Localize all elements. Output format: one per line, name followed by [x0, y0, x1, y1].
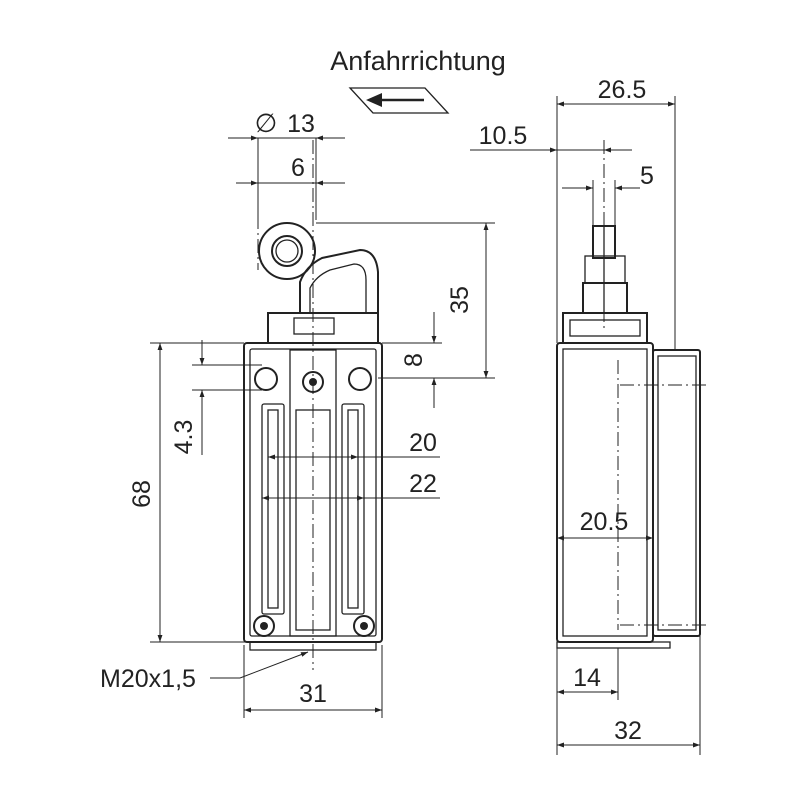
dim-roller-offset: 6	[291, 154, 305, 182]
front-view	[243, 140, 383, 670]
dim-hole-offset: 4.3	[170, 420, 198, 455]
thread-label: M20x1,5	[100, 665, 196, 693]
dim-side-total-depth: 26.5	[598, 76, 647, 104]
dim-body-width: 31	[299, 680, 327, 708]
front-dimensions: ∅ 13 6 35 8 4.3 68 20	[100, 108, 495, 718]
dim-inner-width-b: 22	[409, 470, 437, 498]
dim-inner-width-a: 20	[409, 429, 437, 457]
dim-shaft-width: 5	[640, 162, 654, 190]
dim-side-total-width: 32	[614, 717, 642, 745]
dim-side-offset: 10.5	[479, 122, 528, 150]
dim-body-height: 68	[128, 480, 156, 508]
dim-conduit-offset: 14	[573, 664, 601, 692]
dim-side-body-depth: 20.5	[580, 508, 629, 536]
side-view	[556, 140, 710, 649]
dim-roller-diameter: 13	[287, 110, 315, 138]
side-dimensions: 26.5 10.5 5 20.5 14 32	[470, 76, 701, 755]
dim-head-height: 8	[400, 353, 428, 367]
dim-actuator-height: 35	[446, 286, 474, 314]
dim-diameter-symbol: ∅	[255, 108, 278, 138]
direction-arrow-icon	[348, 87, 450, 114]
direction-label: Anfahrrichtung	[330, 46, 506, 76]
